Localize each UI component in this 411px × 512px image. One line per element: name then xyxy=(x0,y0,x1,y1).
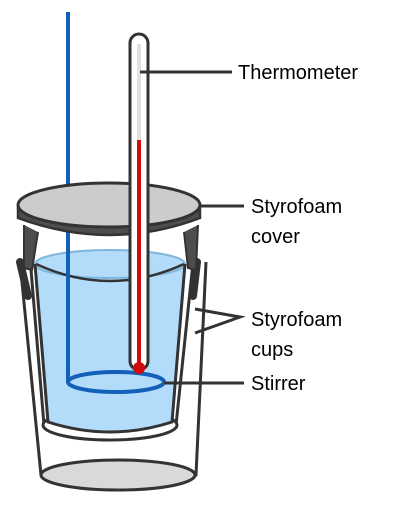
stirrer xyxy=(66,12,166,394)
stirrer-label: Stirrer xyxy=(251,373,306,395)
thermometer-label: Thermometer xyxy=(238,62,358,84)
leader-lines xyxy=(140,70,246,385)
cups-label-line2: cups xyxy=(251,339,293,361)
water xyxy=(33,249,187,434)
cover-label-line1: Styrofoam xyxy=(251,196,342,218)
styrofoam-cover xyxy=(16,181,202,272)
cover-label-line2: cover xyxy=(251,226,300,248)
thermometer xyxy=(128,32,150,374)
cups-label-line1: Styrofoam xyxy=(251,309,342,331)
